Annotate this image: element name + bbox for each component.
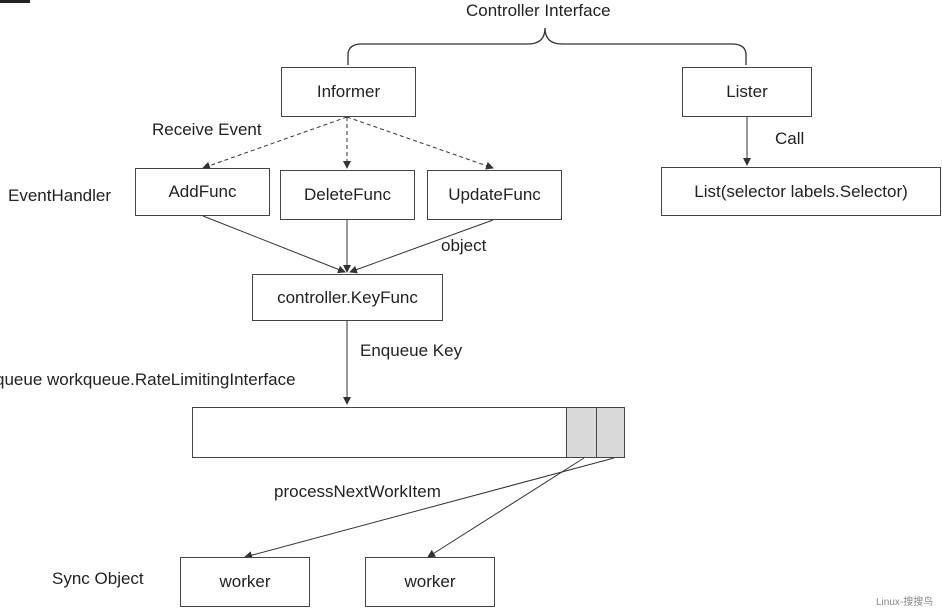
corner-mark xyxy=(0,0,30,3)
call-label: Call xyxy=(775,129,805,148)
queue-cell-1 xyxy=(566,407,597,458)
arrow-worker-1 xyxy=(244,457,615,560)
lister-box: Lister xyxy=(682,67,812,117)
enqueue-key-label: Enqueue Key xyxy=(360,341,463,360)
worker-box-2: worker xyxy=(365,557,495,607)
diagram-title: Controller Interface xyxy=(466,1,611,20)
process-next-label: processNextWorkItem xyxy=(274,482,441,501)
sync-object-label: Sync Object xyxy=(52,569,144,588)
update-func-box: UpdateFunc xyxy=(427,170,562,220)
informer-box: Informer xyxy=(281,67,416,117)
event-handler-label: EventHandler xyxy=(8,186,112,205)
queue-cell-2 xyxy=(596,407,625,458)
add-func-box: AddFunc xyxy=(135,168,270,216)
brace xyxy=(347,27,747,65)
list-box: List(selector labels.Selector) xyxy=(661,167,941,216)
arrow-update-key xyxy=(349,219,494,274)
object-label: object xyxy=(441,236,487,255)
arrow-add-key xyxy=(202,215,346,274)
delete-func-box: DeleteFunc xyxy=(280,170,415,220)
watermark: Linux-搜搜鸟 xyxy=(876,597,934,608)
arrow-worker-2 xyxy=(427,457,585,558)
receive-event-label: Receive Event xyxy=(152,120,262,139)
worker-box-1: worker xyxy=(180,557,310,607)
queue-box xyxy=(192,407,625,458)
keyfunc-box: controller.KeyFunc xyxy=(252,274,443,321)
queue-label: queue workqueue.RateLimitingInterface xyxy=(0,370,296,389)
dashed-arrow-update xyxy=(346,116,494,170)
dashed-arrow-add xyxy=(202,116,348,170)
